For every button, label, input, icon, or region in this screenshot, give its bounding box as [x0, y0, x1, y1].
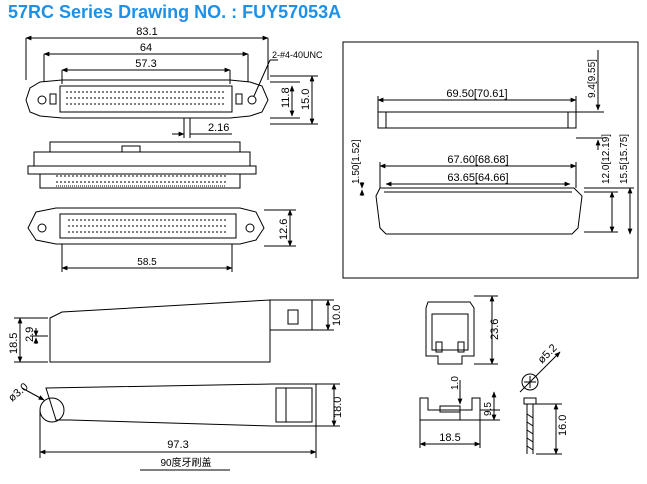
dim-cover-hole: ø3.0 [6, 381, 31, 404]
dim-end-height: 23.6 [489, 319, 501, 340]
dim-screw-diameter: ø5.2 [536, 342, 560, 366]
cover-end-view [419, 295, 500, 448]
connector-side-view [27, 141, 257, 189]
connector-front-view [27, 207, 296, 272]
dim-front-width: 58.5 [137, 257, 157, 268]
dim-shell-g: 15.5[15.75] [619, 134, 630, 184]
dim-cover-top-height: 18.0 [332, 397, 344, 418]
dim-end-a: 1.0 [450, 376, 461, 390]
cover-top-view [21, 383, 340, 471]
dim-shell-c: 1.50[1.52] [351, 139, 362, 184]
dim-screw-length: 16.0 [557, 415, 569, 436]
dim-offset: 2.16 [208, 122, 229, 134]
dim-height-inner: 11.8 [280, 87, 292, 108]
screw-view [519, 351, 562, 455]
dim-cover-height: 18.5 [8, 333, 20, 354]
dim-shell-b: 9.4[9.55] [587, 59, 598, 98]
dim-shell-a: 69.50[70.61] [446, 88, 507, 100]
dim-shell-d: 67.60[68.68] [447, 154, 508, 166]
connector-top-view [25, 35, 318, 138]
dim-end-b: 9.5 [483, 402, 494, 416]
dim-cover-step: 2.9 [24, 327, 36, 342]
dim-overall-width: 83.1 [136, 26, 157, 38]
drawing-caption: 90度牙刷盖 [160, 456, 211, 469]
dim-cover-length: 97.3 [167, 439, 188, 451]
shell-view [342, 41, 639, 279]
cover-side-view [14, 299, 334, 363]
drawing-title: 57RC Series Drawing NO. : FUY57053A [8, 2, 342, 22]
dim-cover-end: 10.0 [331, 305, 343, 326]
dim-inner-width: 57.3 [135, 58, 156, 70]
dim-height-outer: 15.0 [300, 89, 312, 110]
dim-shell-f: 12.0[12.19] [601, 134, 612, 184]
dim-end-width: 18.5 [439, 432, 460, 444]
dim-shell-e: 63.65[64.66] [447, 172, 508, 184]
dim-mid-width: 64 [140, 42, 152, 54]
dim-front-height: 12.6 [278, 219, 290, 240]
dim-mount-hole: 2-#4-40UNC [272, 50, 323, 60]
